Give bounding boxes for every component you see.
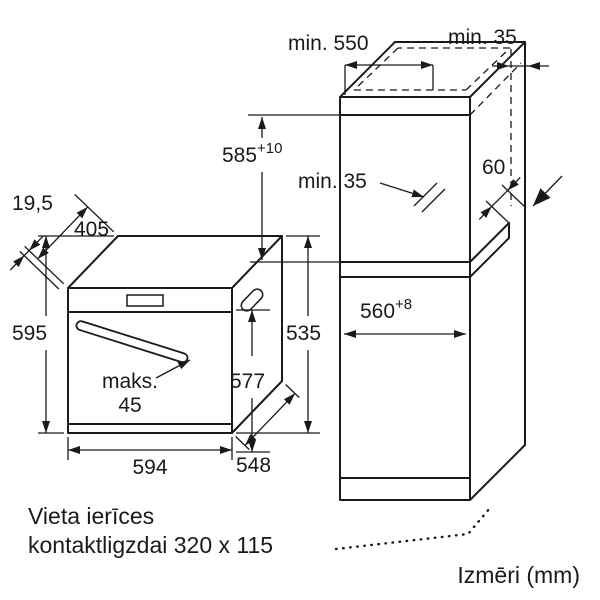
cabinet-outline (339, 41, 526, 501)
dim-line-548 (244, 392, 296, 446)
cabinet-hidden-edges (353, 47, 522, 206)
dim-label-min-depth-top: min. 550 (288, 32, 369, 55)
oven-extension-lines (19, 193, 320, 460)
oven-drawing (67, 235, 283, 434)
dim-label-height: 595 (12, 322, 47, 345)
rear-gap-leader-arrow (379, 182, 425, 198)
shelf-section-hatch (469, 221, 510, 279)
dim-label-front-height: 577 (230, 370, 265, 393)
dim-label-depth: 548 (236, 454, 271, 477)
handle-max-leader-arrow (155, 359, 191, 379)
dim-label-top-depth: 405 (74, 218, 109, 241)
socket-note-line2: kontaktligzdai 320 x 115 (28, 532, 273, 558)
footer: Vieta ierīces kontaktligzdai 320 x 115 I… (28, 503, 580, 588)
dim-arrow-195-b (28, 235, 44, 252)
oven-display (126, 294, 164, 307)
dim-arrow-60-b (507, 176, 521, 191)
oven-side-vent (240, 288, 264, 312)
oven-dimensions: 19,5 405 595 maks. 45 577 535 594 548 (9, 192, 321, 479)
dim-label-niche-height: 585+10 (222, 140, 283, 167)
dim-label-min-rear-gap-niche: min. 35 (298, 170, 367, 193)
units-label: Izmēri (mm) (457, 562, 580, 588)
dim-label-vent-gap-depth: 60 (482, 156, 505, 179)
dim-label-min-rear-gap-top: min. 35 (448, 26, 517, 49)
dim-arrow-195-a (9, 255, 25, 271)
dim-label-niche-width: 560+8 (360, 296, 412, 323)
dim-arrow-60-a (478, 205, 493, 220)
cabinet-drawing (339, 41, 526, 501)
dim-label-side-height: 535 (286, 322, 321, 345)
airflow-arrow-icon (532, 175, 563, 207)
dim-label-width: 594 (132, 456, 167, 479)
dim-label-handle-max-value: 45 (118, 394, 141, 417)
cabinet-extension-lines (248, 65, 528, 263)
oven-handle (75, 320, 189, 364)
socket-note-line1: Vieta ierīces (28, 503, 154, 529)
dim-label-handle-max-word: maks. (102, 370, 158, 393)
cabinet-dimensions: min. 550 min. 35 585+10 min. 35 60 560+8 (222, 26, 563, 338)
socket-leader-line (334, 506, 492, 551)
dim-label-frame-offset: 19,5 (12, 192, 53, 215)
